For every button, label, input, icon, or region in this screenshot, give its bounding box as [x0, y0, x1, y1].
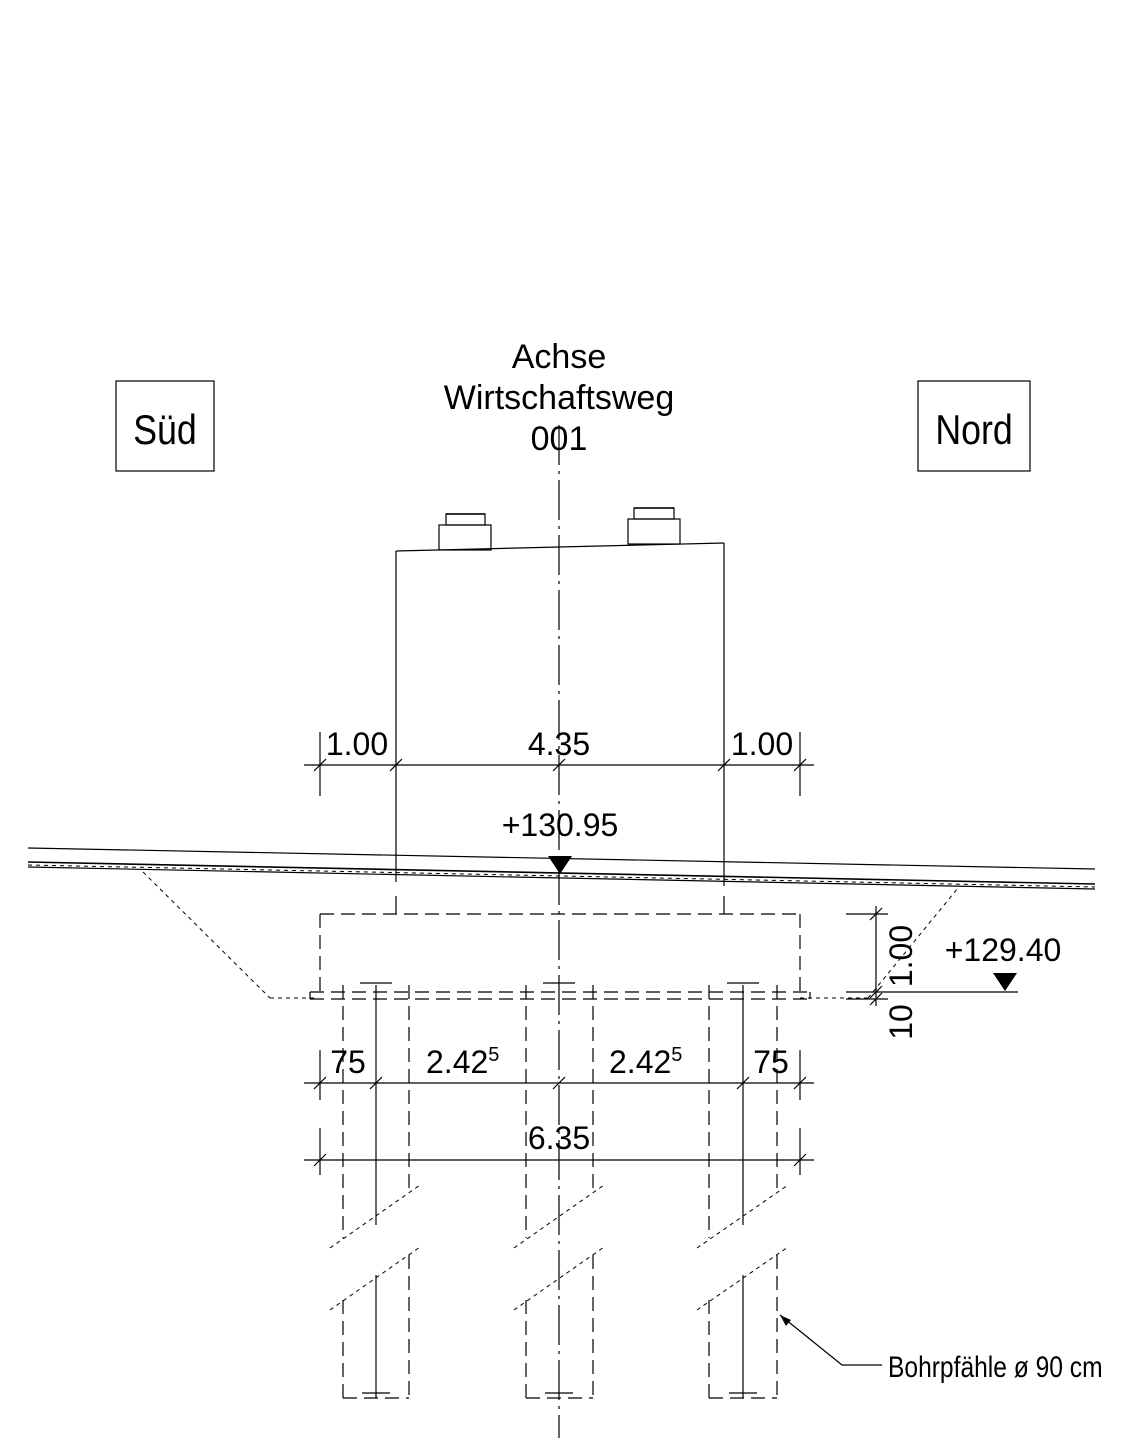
- dim-pile-right-span-sup: 5: [671, 1044, 682, 1066]
- dim-pile-right-span-value: 2.42: [609, 1044, 671, 1080]
- dim-pile-left-span: 2.425: [426, 1044, 499, 1080]
- direction-south-box: Süd: [115, 380, 215, 472]
- direction-south-label: Süd: [133, 407, 197, 453]
- dim-pile-right-edge: 75: [753, 1044, 789, 1080]
- dim-pile-left-span-sup: 5: [488, 1044, 499, 1066]
- terrain-surface: [27, 847, 1096, 890]
- dimension-line-total-width: [304, 1128, 814, 1175]
- bearing-left: [438, 513, 492, 551]
- dimension-line-foundation-height: [846, 906, 1018, 1006]
- dim-foundation-height: 1.00: [883, 925, 919, 987]
- dim-top-left: 1.00: [326, 726, 388, 762]
- elevation-foundation-marker: [993, 973, 1017, 991]
- axis-label-line2: Wirtschaftsweg: [444, 379, 675, 417]
- elevation-foundation: +129.40: [945, 932, 1062, 968]
- dim-total-width: 6.35: [528, 1120, 590, 1156]
- dim-pile-left-edge: 75: [330, 1044, 366, 1080]
- dim-pile-left-span-value: 2.42: [426, 1044, 488, 1080]
- dimension-line-top: [304, 732, 814, 796]
- dimension-line-pile-spacing: [304, 1050, 814, 1100]
- pile-callout-label: Bohrpfähle ø 90 cm: [888, 1350, 1103, 1384]
- dim-top-middle: 4.35: [528, 726, 590, 762]
- elevation-top-marker: [548, 856, 572, 874]
- axis-label-line1: Achse: [512, 338, 607, 376]
- dim-foundation-offset: 10: [883, 1004, 919, 1040]
- bearing-right: [627, 507, 681, 545]
- dim-top-right: 1.00: [731, 726, 793, 762]
- pile-right: [696, 982, 789, 1399]
- foundation-slab: [309, 896, 811, 1000]
- direction-north-label: Nord: [935, 407, 1012, 453]
- dim-pile-right-span: 2.425: [609, 1044, 682, 1080]
- abutment-wall: [395, 542, 725, 886]
- pile-callout-leader: [779, 1314, 882, 1366]
- direction-north-box: Nord: [917, 380, 1031, 472]
- excavation-outline: [142, 871, 959, 999]
- elevation-top: +130.95: [502, 807, 619, 843]
